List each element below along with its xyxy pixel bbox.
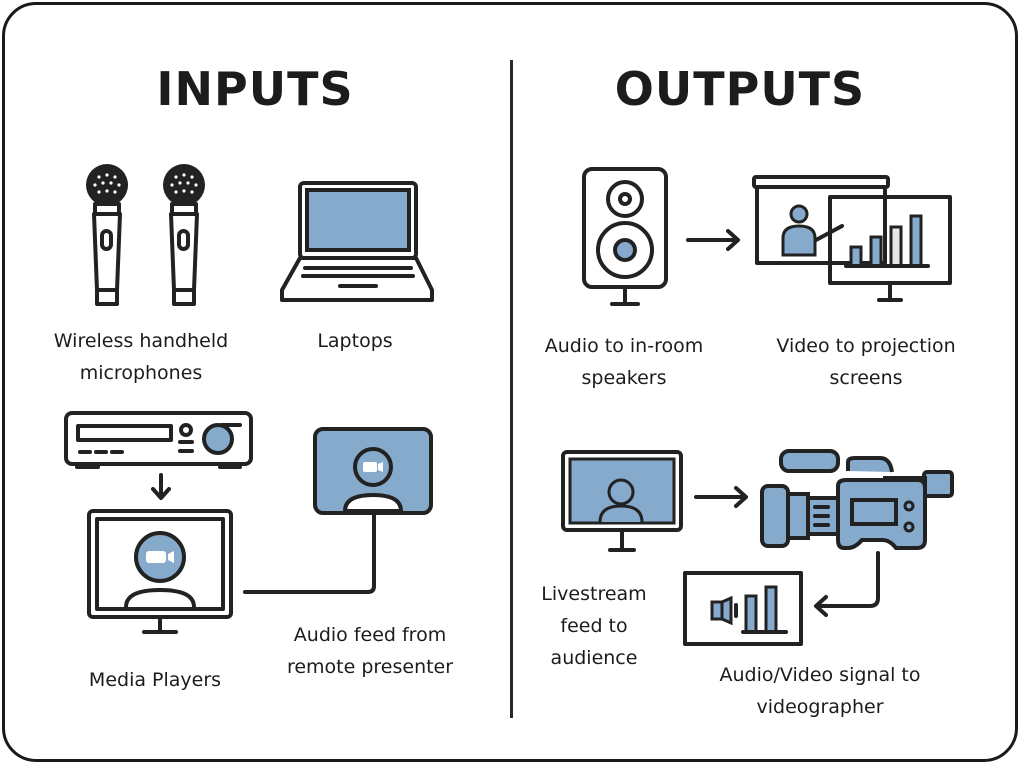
label-line: Audio feed from — [293, 624, 447, 646]
label-livestream-feed: Livestream feed to audience — [524, 578, 664, 674]
label-line: Audio/Video signal to — [719, 664, 921, 686]
label-line: feed to — [560, 615, 628, 637]
projection-screen-icon — [752, 175, 952, 302]
label-remote-presenter: Audio feed from remote presenter — [265, 619, 475, 683]
arrow-right-icon — [694, 486, 748, 508]
label-line: audience — [550, 647, 638, 669]
label-wireless-microphones: Wireless handheld microphones — [30, 325, 252, 389]
label-line: Livestream — [541, 583, 647, 605]
outputs-heading: OUTPUTS — [614, 62, 866, 116]
label-laptops: Laptops — [290, 325, 420, 357]
label-in-room-speakers: Audio to in-room speakers — [524, 330, 724, 394]
remote-presenter-icon — [313, 427, 433, 515]
media-player-icon — [64, 411, 253, 500]
speaker-icon — [582, 167, 668, 306]
label-media-players: Media Players — [60, 664, 250, 696]
label-line: Laptops — [317, 330, 393, 352]
inputs-heading: INPUTS — [156, 62, 354, 116]
label-projection-screens: Video to projection screens — [752, 330, 980, 394]
laptop-icon — [280, 181, 434, 302]
livestream-monitor-icon — [561, 450, 683, 552]
monitor-icon — [87, 509, 376, 634]
label-line: Wireless handheld — [53, 330, 229, 352]
label-videographer-signal: Audio/Video signal to videographer — [690, 659, 950, 723]
label-line: speakers — [581, 367, 667, 389]
label-line: videographer — [756, 696, 884, 718]
label-line: Video to projection — [776, 335, 956, 357]
label-line: screens — [829, 367, 903, 389]
label-line: microphones — [79, 362, 203, 384]
av-signal-icon — [683, 571, 803, 646]
arrow-right-icon — [686, 229, 740, 251]
label-line: Media Players — [88, 669, 222, 691]
label-line: remote presenter — [286, 656, 454, 678]
label-line: Audio to in-room — [544, 335, 704, 357]
signal-connector-arrow — [814, 551, 880, 617]
video-camera-icon — [760, 449, 954, 550]
microphone-icon — [86, 164, 205, 306]
section-divider — [510, 60, 513, 718]
